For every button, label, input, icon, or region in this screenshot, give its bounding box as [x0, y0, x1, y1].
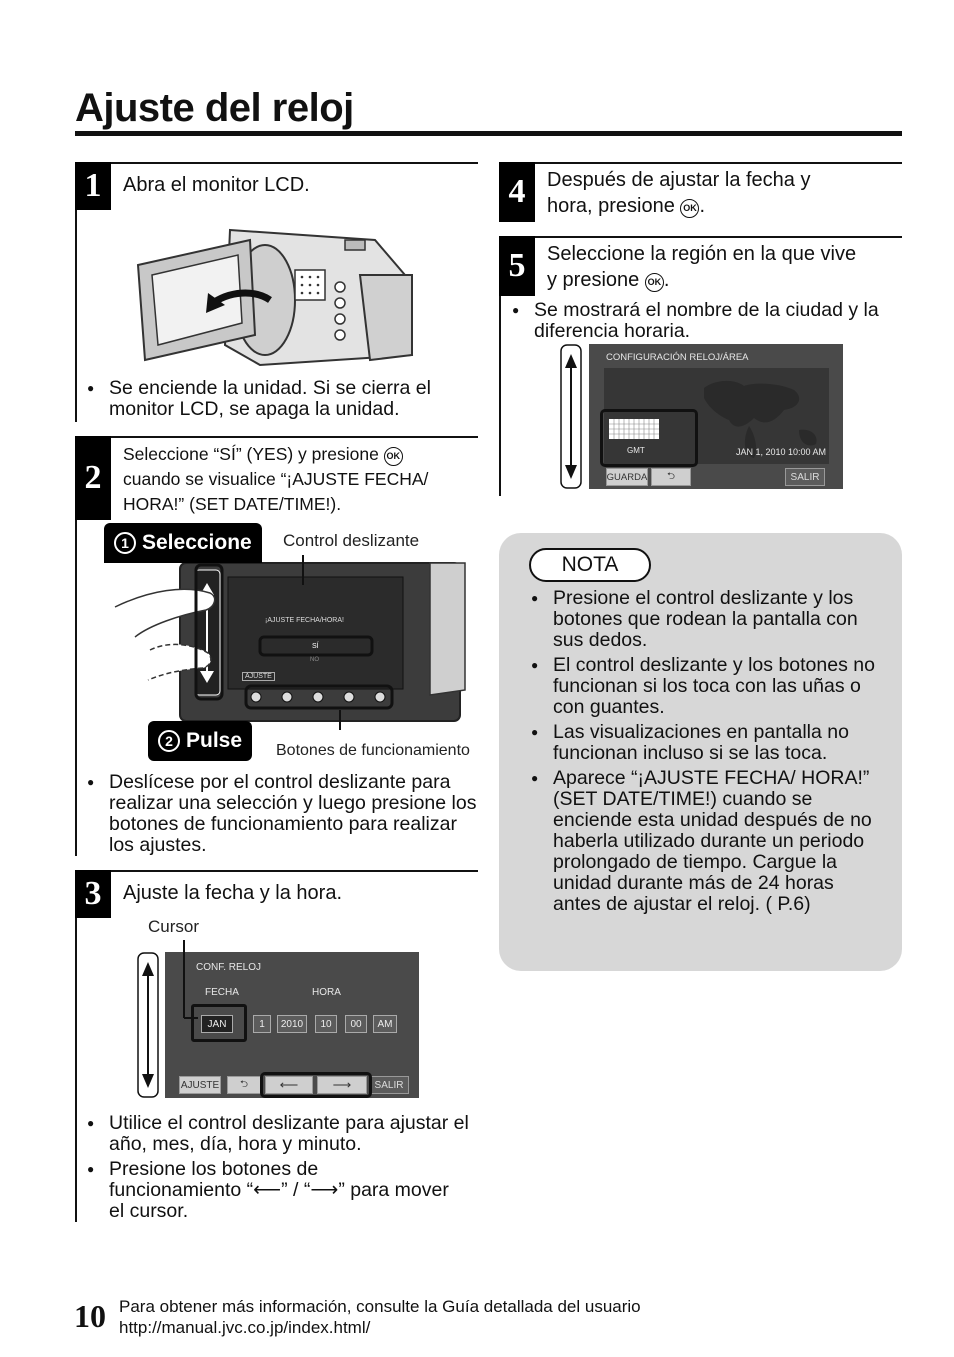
region-setting-screen: CONFIGURACIÓN RELOJ/ÁREA GMT JAN 1, 2010…: [589, 344, 843, 489]
time-column-label: HORA: [312, 987, 341, 998]
step4-text: Después de ajustar la fecha y hora, pres…: [547, 169, 811, 218]
tag-press-label: Pulse: [186, 729, 243, 752]
step4-number: 4: [499, 162, 535, 222]
region-selector-highlight: [600, 409, 698, 467]
region-screen-heading: CONFIGURACIÓN RELOJ/ÁREA: [606, 352, 749, 363]
ampm-field[interactable]: AM: [373, 1015, 397, 1033]
slider-scroll-icon[interactable]: [137, 952, 159, 1098]
adjust-button[interactable]: AJUSTE: [179, 1076, 221, 1094]
month-field[interactable]: JAN: [201, 1015, 233, 1033]
step4-text-line2: hora, presione: [547, 195, 675, 217]
step3-rule: [75, 870, 478, 872]
exit-button[interactable]: SALIR: [369, 1076, 409, 1094]
title-rule: [75, 131, 902, 136]
day-field[interactable]: 1: [253, 1015, 271, 1033]
slider-scroll-icon[interactable]: [560, 344, 582, 489]
gmt-label: GMT: [627, 446, 645, 455]
step5-bullets: Se mostrará el nombre de la ciudad y la …: [510, 300, 900, 346]
step5-number: 5: [499, 236, 535, 296]
step3-bullet-1: Utilice el control deslizante para ajust…: [85, 1113, 477, 1155]
cursor-highlight: [191, 1004, 247, 1042]
step5-rule: [499, 236, 902, 238]
note-label: NOTA: [529, 548, 651, 582]
step2-number: 2: [75, 436, 111, 520]
step5-text-line2: y presione: [547, 269, 640, 291]
step5-side-rule: [499, 236, 501, 496]
cursor-pointer-line: [183, 940, 198, 1019]
note-bullet-4: Aparece “¡AJUSTE FECHA/ HORA!” (SET DATE…: [529, 768, 879, 915]
tag-select-number: 1: [114, 532, 136, 554]
world-map-icon: [604, 368, 829, 464]
step3-bullet-2-line1: Presione los botones de: [109, 1158, 319, 1180]
step2-side-rule: [75, 436, 77, 856]
save-button[interactable]: GUARDA: [606, 468, 648, 486]
back-button[interactable]: ⮌: [651, 468, 691, 486]
step1-bullet: Se enciende la unidad. Si se cierra el m…: [85, 378, 470, 420]
step4-rule: [499, 162, 902, 164]
step5-text-line1: Seleccione la región en la que vive: [547, 243, 857, 265]
date-screen-heading: CONF. RELOJ: [196, 962, 262, 973]
date-time-setting-screen: CONF. RELOJ FECHA HORA JAN 1 2010 10 00 …: [165, 952, 419, 1098]
step2-bullets: Deslícese por el control deslizante para…: [85, 772, 477, 860]
touch-screen-yes[interactable]: SÍ: [312, 643, 319, 650]
step3-bullet-2-line2: funcionamiento “⟵” / “⟶” para mover: [109, 1179, 449, 1201]
gmt-region-grid: [609, 419, 659, 439]
note-bullets: Presione el control deslizante y los bot…: [529, 588, 879, 919]
page-title: Ajuste del reloj: [75, 86, 354, 130]
step2-text-line3: HORA!” (SET DATE/TIME!).: [123, 494, 342, 514]
step2-rule: [75, 436, 478, 438]
arrow-buttons-highlight: [260, 1072, 372, 1098]
step1-bullets: Se enciende la unidad. Si se cierra el m…: [85, 378, 470, 424]
note-bullet-3: Las visualizaciones en pantalla no funci…: [529, 722, 879, 764]
step1-number: 1: [75, 162, 111, 210]
region-grid-icon: [609, 419, 659, 439]
camcorder-open-monitor-illustration: [136, 228, 414, 367]
ok-button-icon: OK: [680, 199, 700, 218]
touch-screen-heading: ¡AJUSTE FECHA/HORA!: [265, 617, 344, 624]
step5-bullet: Se mostrará el nombre de la ciudad y la …: [510, 300, 900, 342]
cursor-right-button[interactable]: ⟶: [317, 1076, 367, 1094]
step2-text-line1: Seleccione “SÍ” (YES) y presione: [123, 444, 379, 464]
footer-url[interactable]: http://manual.jvc.co.jp/index.html/: [119, 1318, 371, 1337]
hour-field[interactable]: 10: [315, 1015, 337, 1033]
tag-select: 1 Seleccione: [104, 523, 262, 563]
step3-bullet-2-line3: el cursor.: [109, 1200, 189, 1222]
operation-buttons-label: Botones de funcionamiento: [276, 742, 470, 759]
step2-bullet: Deslícese por el control deslizante para…: [85, 772, 477, 856]
tag-press-number: 2: [158, 730, 180, 752]
exit-button[interactable]: SALIR: [785, 468, 825, 486]
ok-button-icon: OK: [383, 447, 403, 466]
step3-side-rule: [75, 870, 77, 1222]
current-datetime: JAN 1, 2010 10:00 AM: [736, 447, 827, 457]
touch-screen-ajuste[interactable]: AJUSTE: [242, 672, 275, 681]
step3-bullet-2: Presione los botones de funcionamiento “…: [85, 1159, 477, 1222]
slider-control-label: Control deslizante: [283, 531, 420, 550]
step2-text-line2: cuando se visualice “¡AJUSTE FECHA/: [123, 469, 429, 489]
touch-screen-no[interactable]: NO: [310, 657, 319, 663]
footer-text: Para obtener más información, consulte l…: [119, 1297, 641, 1316]
date-column-label: FECHA: [205, 987, 239, 998]
minute-field[interactable]: 00: [345, 1015, 367, 1033]
step1-text: Abra el monitor LCD.: [123, 174, 310, 196]
back-button[interactable]: ⮌: [227, 1076, 261, 1094]
step4-text-line1: Después de ajustar la fecha y: [547, 169, 811, 191]
tag-press: 2 Pulse: [148, 721, 253, 761]
cursor-left-button[interactable]: ⟵: [265, 1076, 313, 1094]
note-bullet-1: Presione el control deslizante y los bot…: [529, 588, 879, 651]
step3-bullets: Utilice el control deslizante para ajust…: [85, 1113, 477, 1226]
step1-side-rule: [75, 162, 77, 422]
year-field[interactable]: 2010: [277, 1015, 307, 1033]
step5-text: Seleccione la región en la que vive y pr…: [547, 243, 857, 292]
step3-text: Ajuste la fecha y la hora.: [123, 882, 343, 904]
step1-rule: [75, 162, 478, 164]
note-bullet-2: El control deslizante y los botones no f…: [529, 655, 879, 718]
tag-select-label: Seleccione: [142, 531, 252, 554]
touch-monitor-illustration: [114, 555, 466, 730]
ok-button-icon: OK: [644, 273, 664, 292]
step3-number: 3: [75, 870, 111, 918]
page-number: 10: [74, 1298, 106, 1334]
footer: Para obtener más información, consulte l…: [119, 1296, 641, 1338]
cursor-label: Cursor: [148, 917, 200, 936]
step2-text: Seleccione “SÍ” (YES) y presione OK cuan…: [123, 442, 468, 517]
